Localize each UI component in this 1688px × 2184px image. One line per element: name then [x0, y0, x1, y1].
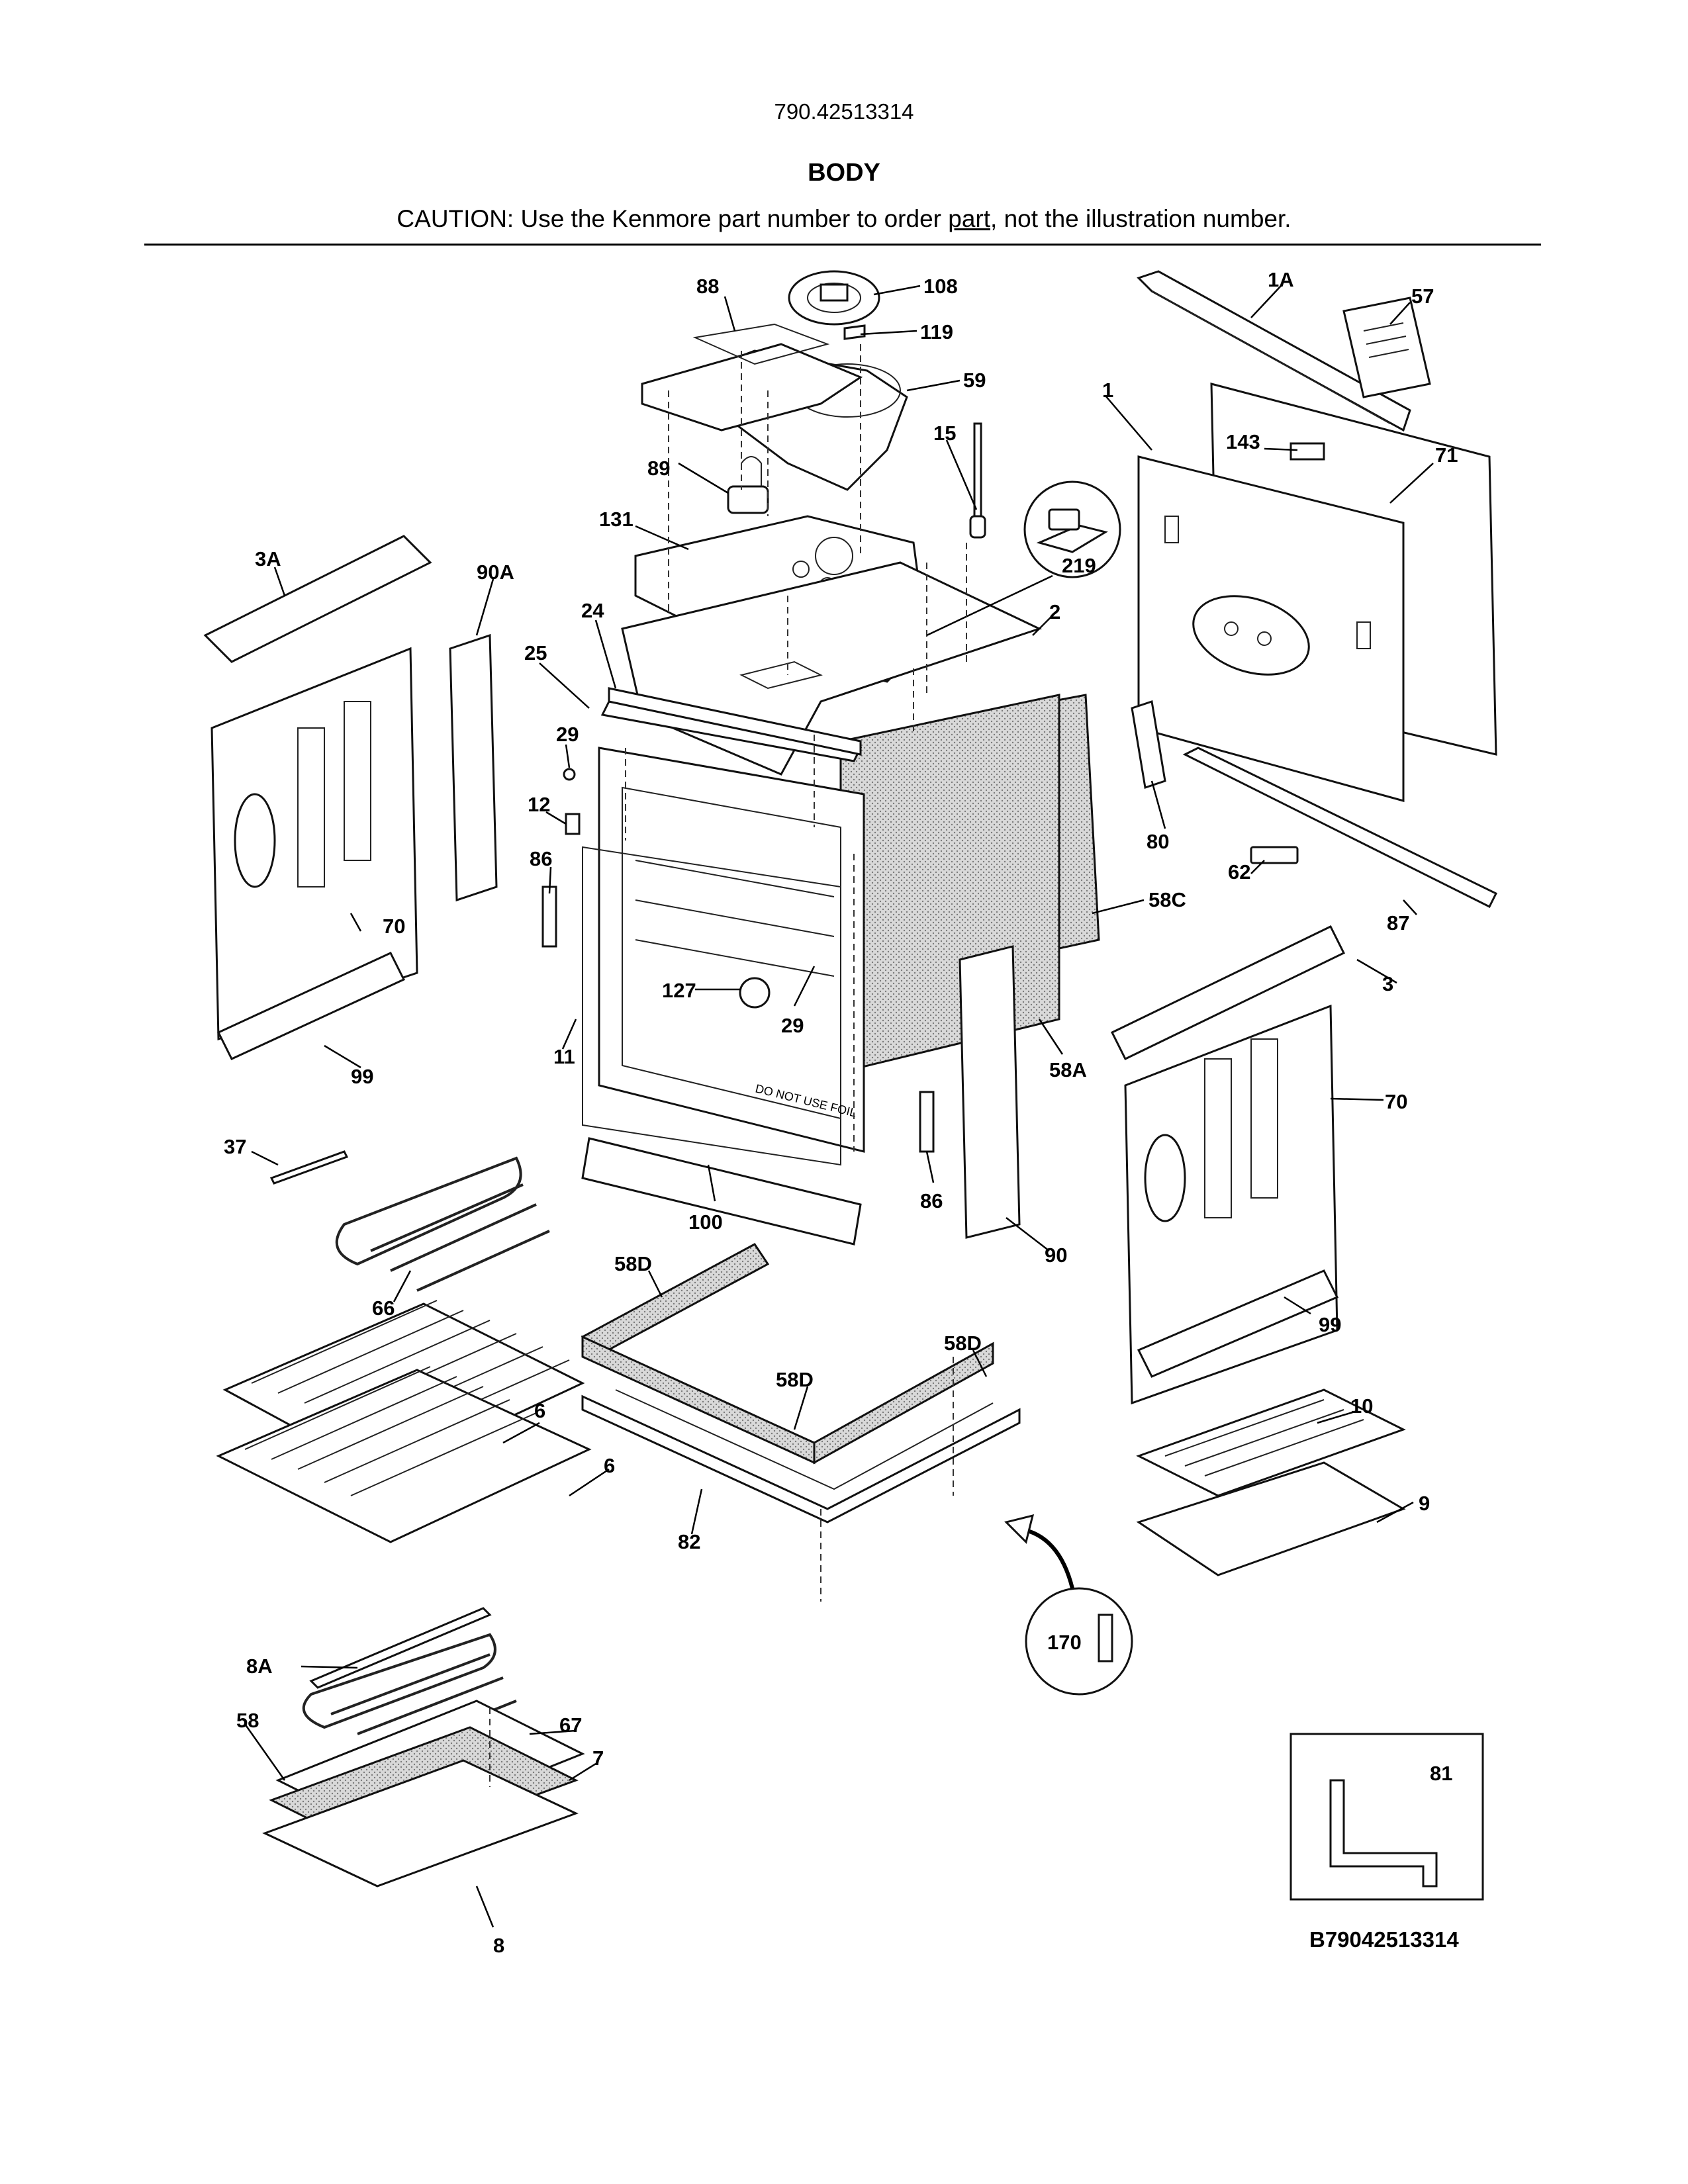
broil-element	[335, 1156, 550, 1292]
caution-underlined-word: part	[948, 205, 991, 232]
callout-59: 59	[963, 369, 986, 392]
callout-29-bottom: 29	[781, 1014, 804, 1037]
fan-blade	[843, 324, 866, 340]
callout-82: 82	[678, 1530, 700, 1553]
callout-143: 143	[1226, 430, 1260, 453]
callout-3a: 3A	[255, 547, 281, 570]
callout-66: 66	[372, 1297, 395, 1320]
callout-58d-center: 58D	[776, 1368, 814, 1391]
callout-87: 87	[1387, 911, 1409, 934]
right-top-channel	[1110, 925, 1346, 1060]
left-top-channel	[203, 535, 432, 663]
rear-bracket-80	[1131, 700, 1166, 789]
element-bracket-37	[269, 1150, 349, 1185]
callout-58c: 58C	[1149, 888, 1186, 911]
terminal-block	[1250, 846, 1299, 864]
callout-37: 37	[224, 1135, 246, 1158]
right-bottom-channel	[1137, 1269, 1339, 1378]
caution-text-start: CAUTION: Use the Kenmore part number to …	[397, 205, 949, 232]
callout-57: 57	[1411, 285, 1434, 308]
header-divider	[144, 244, 1541, 246]
callout-15: 15	[933, 422, 956, 445]
callout-119: 119	[920, 320, 953, 343]
callout-170: 170	[1047, 1631, 1082, 1654]
callout-90a: 90A	[477, 561, 514, 584]
callout-89: 89	[647, 457, 670, 480]
callout-7: 7	[592, 1747, 604, 1770]
oven-cavity	[598, 747, 865, 1153]
broil-pan	[1136, 1461, 1406, 1576]
callout-67: 67	[559, 1713, 582, 1737]
rear-top-channel	[1137, 270, 1411, 432]
callout-86-left: 86	[530, 847, 552, 870]
callout-70-left: 70	[383, 915, 405, 938]
callout-9: 9	[1419, 1492, 1430, 1515]
callout-1: 1	[1102, 379, 1113, 402]
callout-219: 219	[1062, 554, 1096, 577]
fan-bracket	[641, 323, 863, 432]
screw-29	[563, 768, 576, 781]
callout-99-left: 99	[351, 1065, 373, 1088]
callout-80: 80	[1147, 830, 1169, 853]
callout-86-right: 86	[920, 1189, 943, 1212]
light-socket	[565, 813, 581, 835]
left-bottom-channel	[216, 952, 406, 1060]
side-trim-90a	[449, 633, 498, 902]
convection-fan-motor	[788, 270, 880, 326]
model-number: 790.42513314	[774, 99, 914, 124]
side-trim-90	[959, 945, 1021, 1239]
callout-25: 25	[524, 641, 547, 664]
callout-3: 3	[1382, 972, 1393, 995]
callout-2: 2	[1049, 600, 1060, 623]
top-vent-24	[608, 687, 862, 756]
callout-8: 8	[493, 1934, 504, 1957]
callout-10: 10	[1350, 1394, 1373, 1418]
rear-lower-channel	[1182, 747, 1498, 909]
convection-switch	[727, 456, 769, 514]
callout-1a: 1A	[1268, 268, 1294, 291]
callout-11: 11	[553, 1045, 575, 1068]
door-gasket	[582, 846, 841, 1166]
callout-58: 58	[236, 1709, 259, 1732]
callout-58a: 58A	[1049, 1058, 1087, 1081]
front-bracket-86-left	[541, 886, 557, 948]
oven-rack-lower	[216, 1366, 592, 1543]
callout-8a: 8A	[246, 1655, 273, 1678]
callout-29-top: 29	[556, 723, 579, 746]
rear-wall-panel	[1137, 455, 1405, 802]
bottom-frame	[581, 1389, 1021, 1524]
callout-62: 62	[1228, 860, 1250, 884]
lower-front-trim	[581, 1137, 862, 1246]
callout-127: 127	[662, 979, 696, 1002]
thermal-fuse-sensor	[969, 422, 986, 539]
front-bracket-86-right	[919, 1091, 935, 1153]
callout-6-upper: 6	[534, 1399, 545, 1422]
callout-71: 71	[1435, 443, 1458, 467]
callout-88: 88	[696, 275, 719, 298]
callout-90: 90	[1045, 1244, 1067, 1267]
figure-code: B79042513314	[1309, 1927, 1459, 1952]
element-cover-8	[262, 1759, 579, 1888]
callout-108: 108	[923, 275, 958, 298]
callout-58d-left: 58D	[614, 1252, 652, 1275]
callout-81: 81	[1430, 1762, 1452, 1785]
callout-131: 131	[599, 508, 633, 531]
rear-vent-cover	[1342, 296, 1431, 398]
callout-6-lower: 6	[604, 1454, 615, 1477]
detail-box-81	[1289, 1733, 1484, 1901]
caution-text-end: , not the illustration number.	[990, 205, 1291, 232]
shipping-bracket-detail	[1004, 1514, 1133, 1696]
caution-note: CAUTION: Use the Kenmore part number to …	[0, 205, 1688, 233]
callout-12: 12	[528, 793, 550, 816]
callout-24: 24	[581, 599, 604, 622]
callout-100: 100	[688, 1210, 723, 1234]
callout-99-right: 99	[1319, 1313, 1341, 1336]
callout-58d-right: 58D	[944, 1332, 982, 1355]
insulation-frame-58d	[581, 1243, 994, 1465]
limit-switch-detail	[926, 480, 1121, 637]
page-title: BODY	[808, 159, 880, 187]
callout-70-right: 70	[1385, 1090, 1407, 1113]
left-side-panel	[211, 647, 418, 1041]
